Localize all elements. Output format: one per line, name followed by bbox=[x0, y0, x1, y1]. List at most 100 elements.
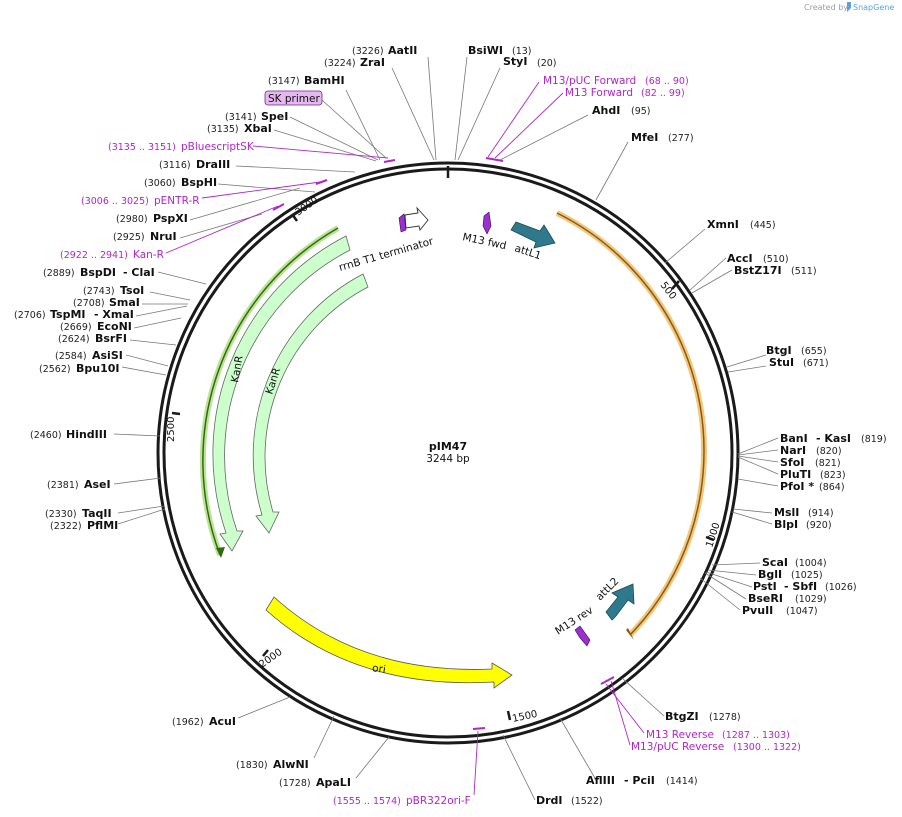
enzyme-pflmi[interactable]: PflMI bbox=[87, 519, 118, 532]
feature-label-ori: ori bbox=[371, 662, 386, 676]
enzyme-sfoi-pos: (821) bbox=[815, 458, 841, 469]
primer-m13-reverse[interactable]: M13 Reverse bbox=[646, 729, 714, 741]
enzyme-blpi-pos: (920) bbox=[806, 520, 832, 531]
enzyme-smai-pos: (2708) bbox=[73, 298, 105, 309]
enzyme-pfoi[interactable]: PfoI * bbox=[780, 480, 814, 493]
enzyme-btgi[interactable]: BtgI bbox=[766, 344, 792, 357]
right-enzyme-labels: BsiWI (13) StyI (20) AhdI (95) MfeI (277… bbox=[468, 44, 887, 807]
enzyme-pspxi[interactable]: PspXI bbox=[153, 212, 188, 225]
enzyme-mfei-pos: (277) bbox=[668, 133, 694, 144]
enzyme-taqii[interactable]: TaqII bbox=[82, 507, 112, 520]
enzyme-sfoi[interactable]: SfoI bbox=[780, 456, 804, 469]
enzyme-seri[interactable]: BseRI bbox=[748, 592, 783, 605]
enzyme-psti[interactable]: PstI bbox=[753, 580, 777, 593]
enzyme-bstz17i[interactable]: BstZ17I bbox=[734, 264, 782, 277]
m13-fwd-marker bbox=[482, 211, 492, 235]
primer-pentr-r[interactable]: pENTR-R bbox=[154, 195, 200, 207]
enzyme-draiii-pos: (3116) bbox=[159, 160, 191, 171]
enzyme-stui[interactable]: StuI bbox=[769, 356, 794, 369]
enzyme-nrui[interactable]: NruI bbox=[150, 230, 177, 243]
enzyme-pluti[interactable]: PluTI bbox=[780, 468, 811, 481]
enzyme-blpi[interactable]: BlpI bbox=[774, 518, 798, 531]
enzyme-nari-pos: (820) bbox=[816, 446, 842, 457]
enzyme-btgzi-pos: (1278) bbox=[709, 712, 741, 723]
enzyme-asisi[interactable]: AsiSI bbox=[92, 349, 123, 362]
m13-rev-marker bbox=[574, 625, 591, 647]
enzyme-xmni[interactable]: XmnI bbox=[707, 218, 739, 231]
enzyme-afliii[interactable]: AflIII bbox=[586, 774, 615, 787]
enzyme-spei[interactable]: SpeI bbox=[261, 110, 288, 123]
enzyme-sbfi[interactable]: - SbfI bbox=[784, 580, 817, 593]
enzyme-scai[interactable]: ScaI bbox=[762, 556, 788, 569]
enzyme-econi[interactable]: EcoNI bbox=[97, 320, 132, 333]
enzyme-bgli[interactable]: BglI bbox=[758, 568, 782, 581]
enzyme-psti-pos: (1026) bbox=[825, 582, 857, 593]
enzyme-mfei[interactable]: MfeI bbox=[631, 131, 658, 144]
enzyme-pflmi-pos: (2322) bbox=[50, 521, 82, 532]
enzyme-acui-pos: (1962) bbox=[172, 717, 204, 728]
rrnb-terminator-arrow bbox=[404, 206, 429, 231]
enzyme-acci[interactable]: AccI bbox=[727, 252, 753, 265]
enzyme-tsoi[interactable]: TsoI bbox=[120, 284, 144, 297]
enzyme-styi-pos: (20) bbox=[537, 58, 557, 69]
enzyme-bsphi[interactable]: BspHI bbox=[181, 176, 217, 189]
enzyme-bsiwi-pos: (13) bbox=[512, 46, 532, 57]
primer-m13-puc-forward[interactable]: M13/pUC Forward bbox=[543, 75, 636, 87]
plasmid-name: pIM47 bbox=[429, 440, 467, 453]
enzyme-kasi[interactable]: - KasI bbox=[816, 432, 851, 445]
enzyme-zrai-pos: (3224) bbox=[324, 58, 356, 69]
enzyme-tspmi[interactable]: TspMI bbox=[50, 308, 86, 321]
plasmid-length: 3244 bp bbox=[426, 453, 470, 465]
enzyme-bstz17i-pos: (511) bbox=[791, 266, 817, 277]
sk-primer-box[interactable] bbox=[264, 90, 323, 106]
rrnb-small-marker bbox=[398, 213, 407, 233]
enzyme-xmai[interactable]: - XmaI bbox=[94, 308, 134, 321]
orange-feature-arc bbox=[555, 210, 707, 638]
enzyme-pfoi-pos: (864) bbox=[819, 482, 845, 493]
primer-m13-reverse-range: (1287 .. 1303) bbox=[722, 730, 790, 741]
primer-m13-puc-reverse-range: (1300 .. 1322) bbox=[733, 742, 801, 753]
enzyme-hindiii[interactable]: HindIII bbox=[66, 428, 107, 441]
enzyme-btgzi[interactable]: BtgZI bbox=[665, 710, 699, 723]
enzyme-bani[interactable]: BanI bbox=[780, 432, 808, 445]
enzyme-drdi[interactable]: DrdI bbox=[536, 794, 563, 807]
primer-kan-r[interactable]: Kan-R bbox=[133, 249, 164, 261]
enzyme-nari[interactable]: NarI bbox=[780, 444, 806, 457]
enzyme-draiii[interactable]: DraIII bbox=[196, 158, 230, 171]
primer-pbluescriptsk[interactable]: pBluescriptSK bbox=[181, 141, 255, 153]
enzyme-pvuii-pos: (1047) bbox=[786, 606, 818, 617]
green-arc-arrow bbox=[216, 547, 225, 558]
orange-arc-arrow bbox=[626, 628, 634, 640]
enzyme-msli[interactable]: MslI bbox=[774, 506, 799, 519]
primer-m13-puc-reverse[interactable]: M13/pUC Reverse bbox=[631, 741, 724, 753]
enzyme-alwni[interactable]: AlwNI bbox=[273, 758, 309, 771]
feature-label-m13-rev: M13 rev bbox=[553, 604, 595, 637]
enzyme-bamhi[interactable]: BamHI bbox=[304, 74, 345, 87]
enzyme-apali[interactable]: ApaLI bbox=[316, 776, 351, 789]
credit-brand: SnapGene bbox=[853, 3, 894, 12]
primer-pbr322ori-f[interactable]: pBR322ori-F bbox=[406, 795, 471, 807]
kanr-arrow-inner bbox=[252, 273, 369, 534]
enzyme-bpu10i[interactable]: Bpu10I bbox=[76, 362, 120, 375]
enzyme-bsiwi[interactable]: BsiWI bbox=[468, 44, 503, 57]
enzyme-styi[interactable]: StyI bbox=[503, 55, 527, 68]
enzyme-aatii[interactable]: AatII bbox=[388, 44, 417, 57]
enzyme-smai[interactable]: SmaI bbox=[109, 296, 140, 309]
enzyme-bsrfi-pos: (2624) bbox=[58, 334, 90, 345]
attl1-arrow bbox=[510, 221, 556, 249]
enzyme-clai[interactable]: - ClaI bbox=[123, 266, 155, 279]
enzyme-bspdi[interactable]: BspDI bbox=[80, 266, 116, 279]
enzyme-asei[interactable]: AseI bbox=[84, 478, 111, 491]
enzyme-acui[interactable]: AcuI bbox=[209, 715, 236, 728]
enzyme-stui-pos: (671) bbox=[803, 358, 829, 369]
enzyme-hindiii-pos: (2460) bbox=[30, 430, 62, 441]
primer-kan-r-range: (2922 .. 2941) bbox=[60, 250, 128, 261]
enzyme-bsrfi[interactable]: BsrFI bbox=[95, 332, 127, 345]
enzyme-xbai[interactable]: XbaI bbox=[244, 122, 272, 135]
enzyme-spei-pos: (3141) bbox=[225, 112, 257, 123]
enzyme-zrai[interactable]: ZraI bbox=[360, 56, 385, 69]
enzyme-ahdi[interactable]: AhdI bbox=[592, 104, 620, 117]
primer-m13-forward[interactable]: M13 Forward bbox=[565, 87, 633, 99]
enzyme-pcii[interactable]: - PciI bbox=[624, 774, 655, 787]
enzyme-pvuii[interactable]: PvuII bbox=[742, 604, 773, 617]
